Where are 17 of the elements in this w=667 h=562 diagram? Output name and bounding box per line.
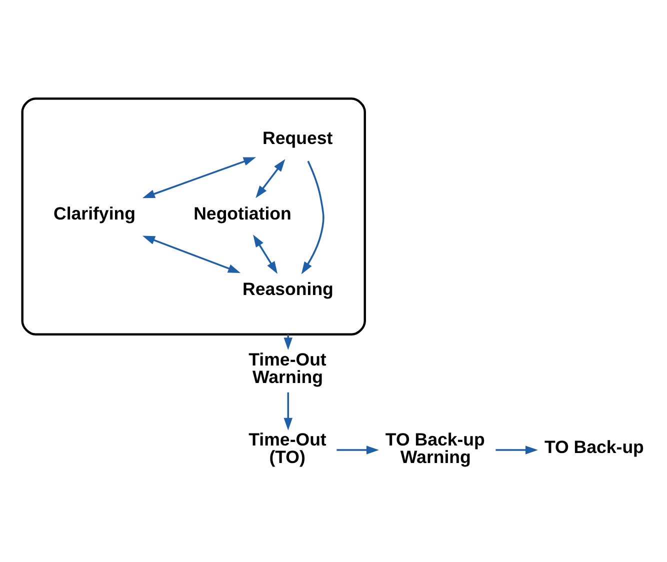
node-text: TO Back-up xyxy=(544,437,644,458)
arrow xyxy=(255,159,285,198)
node-text: TO Back-up Warning xyxy=(384,429,484,468)
arrow xyxy=(142,157,256,198)
node-text: Request xyxy=(262,128,332,148)
node-text: Negotiation xyxy=(193,204,291,224)
node-text: Time-Out (TO) xyxy=(248,429,326,468)
arrow xyxy=(336,446,378,454)
arrow xyxy=(283,392,292,430)
arrow xyxy=(252,234,277,274)
cluster xyxy=(20,98,366,336)
arrow xyxy=(300,160,324,274)
node-text: Time-Out Warning xyxy=(248,349,326,388)
node-text: Reasoning xyxy=(242,279,333,300)
arrow xyxy=(495,446,538,454)
node-text: Clarifying xyxy=(52,204,135,224)
arrow xyxy=(142,236,240,273)
